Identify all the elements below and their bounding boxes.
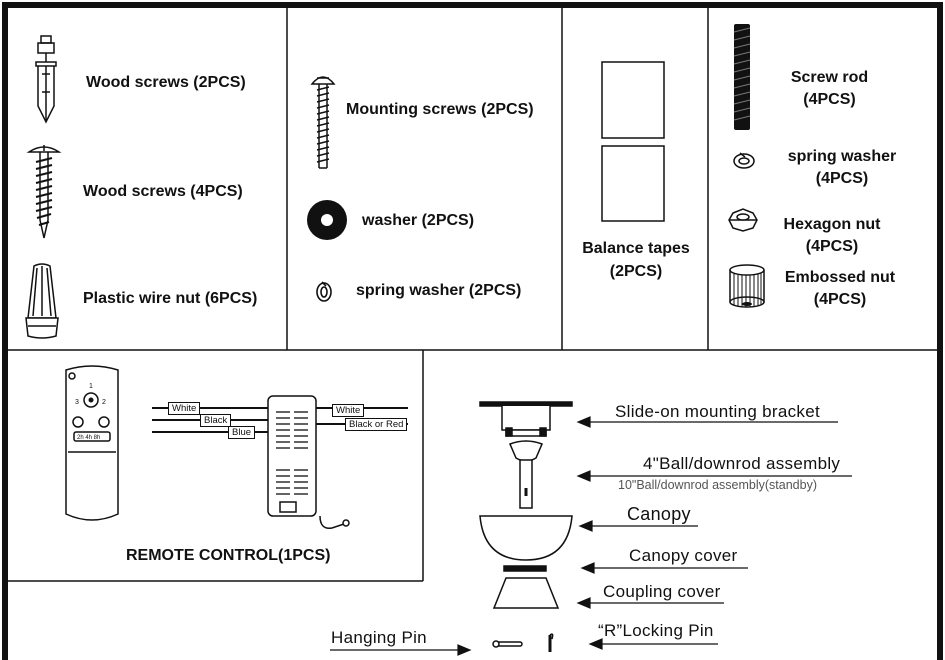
wire-white-right: White xyxy=(332,404,365,417)
balance-tapes-line1: Balance tapes xyxy=(582,240,690,257)
remote-handset-icon: 1 2 3 2h 4h 8h xyxy=(65,365,119,521)
remote-number-3: 3 xyxy=(75,399,79,406)
wood-screws-4-label: Wood screws (4PCS) xyxy=(83,183,243,200)
embossed-nut-line2: (4PCS) xyxy=(813,291,867,308)
coupling-cover-label: Coupling cover xyxy=(603,582,721,601)
anchor-bolt-icon xyxy=(35,35,57,124)
remote-timer-label: 2h 4h 8h xyxy=(77,435,100,441)
ball-downrod-standby-label: 10"Ball/downrod assembly(standby) xyxy=(618,478,817,492)
ball-downrod-label: 4"Ball/downrod assembly xyxy=(643,454,841,473)
remote-number-2: 2 xyxy=(102,399,106,406)
wood-screws-2-label: Wood screws (2PCS) xyxy=(86,74,246,91)
hexagon-nut-line2: (4PCS) xyxy=(805,238,859,255)
mounting-screws-label: Mounting screws (2PCS) xyxy=(346,101,534,118)
wire-black-left: Black xyxy=(200,414,232,427)
spring-washer-4-line2: (4PCS) xyxy=(815,170,869,187)
wire-blue-left: Blue xyxy=(228,426,256,439)
hexagon-nut-icon xyxy=(728,208,758,232)
wire-nut-icon xyxy=(25,263,59,339)
spring-washer-icon xyxy=(316,281,332,302)
leader-arrows xyxy=(330,416,852,656)
embossed-nut-icon xyxy=(729,264,765,308)
embossed-nut-label: Embossed nut (4PCS) xyxy=(772,269,908,309)
balance-tape-icon xyxy=(601,61,665,222)
wire-white-left: White xyxy=(168,402,201,415)
spring-washer-4-line1: spring washer xyxy=(787,148,897,165)
canopy-cover-label: Canopy cover xyxy=(629,546,738,565)
wood-screw-icon xyxy=(26,145,62,239)
balance-tapes-label: Balance tapes (2PCS) xyxy=(570,240,702,281)
spring-washer-4-label: spring washer (4PCS) xyxy=(772,148,912,188)
slide-on-bracket-label: Slide-on mounting bracket xyxy=(615,402,821,421)
wire-black-or-red-right: Black or Red xyxy=(345,418,408,431)
screw-rod-icon xyxy=(733,24,751,130)
hexagon-nut-line1: Hexagon nut xyxy=(783,216,881,233)
embossed-nut-line1: Embossed nut xyxy=(784,269,896,286)
plastic-wire-nut-label: Plastic wire nut (6PCS) xyxy=(83,290,258,307)
spring-washer-2-label: spring washer (2PCS) xyxy=(356,282,522,299)
remote-number-1: 1 xyxy=(89,383,93,390)
remote-control-label: REMOTE CONTROL(1PCS) xyxy=(126,547,331,564)
screw-rod-line1: Screw rod xyxy=(790,69,869,86)
spring-washer-small-icon xyxy=(733,152,755,169)
washer-icon xyxy=(307,200,347,240)
mounting-screw-icon xyxy=(310,76,336,169)
hexagon-nut-label: Hexagon nut (4PCS) xyxy=(772,216,892,256)
screw-rod-label: Screw rod (4PCS) xyxy=(772,69,887,109)
screw-rod-line2: (4PCS) xyxy=(803,91,856,108)
locking-pin-label: “R”Locking Pin xyxy=(598,621,714,640)
balance-tapes-line2: (2PCS) xyxy=(609,263,663,280)
canopy-label: Canopy xyxy=(627,504,691,524)
hanging-pin-label: Hanging Pin xyxy=(331,628,427,647)
fan-assembly-illustration xyxy=(479,401,573,652)
washer-label: washer (2PCS) xyxy=(362,212,475,229)
